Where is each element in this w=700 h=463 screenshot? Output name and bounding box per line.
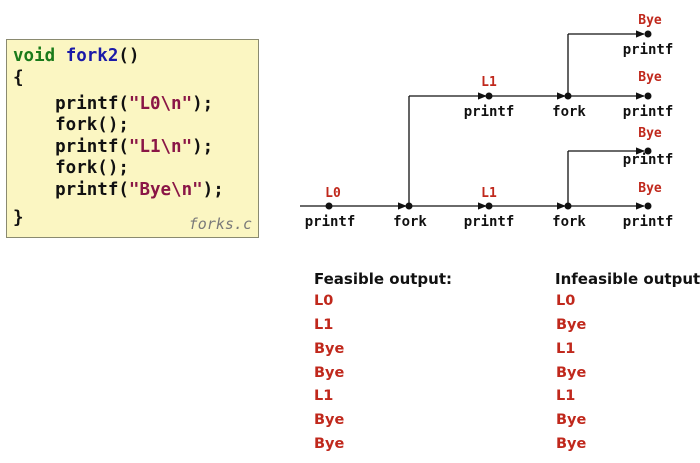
code-text: printf( (13, 137, 129, 157)
graph-label-printf: printf (622, 152, 674, 168)
infeasible-line: L1 (556, 388, 576, 404)
graph-label-fork: fork (393, 214, 427, 230)
code-line-3: printf("L0\n"); (13, 94, 213, 114)
node-printf-L1-main (485, 202, 493, 210)
graph-label-printf: printf (622, 214, 674, 230)
code-string: "Bye\n" (128, 180, 203, 200)
graph-label-printf: printf (463, 214, 515, 230)
code-line-1: void fork2() (13, 46, 139, 66)
feasible-line: Bye (314, 365, 345, 381)
node-fork-child (564, 92, 572, 100)
node-fork-main (564, 202, 572, 210)
infeasible-title: Infeasible output: (555, 270, 700, 288)
feasible-line: Bye (314, 412, 345, 428)
code-text: ); (202, 180, 224, 200)
graph-label-bye-child: Bye (638, 70, 662, 85)
graph-label-printf: printf (622, 42, 674, 58)
node-printf-bye-gc-bot (644, 147, 652, 155)
feasible-line: L1 (314, 317, 334, 333)
code-text: ); (192, 137, 214, 157)
infeasible-line: Bye (556, 412, 587, 428)
graph-label-printf: printf (463, 104, 515, 120)
node-printf-bye-main (644, 202, 652, 210)
node-printf-L1-child (485, 92, 493, 100)
graph-label-fork: fork (552, 104, 586, 120)
feasible-line: L1 (314, 388, 334, 404)
node-printf-bye-child (644, 92, 652, 100)
graph-label-L1-child: L1 (481, 75, 497, 90)
code-line-7: printf("Bye\n"); (13, 180, 224, 200)
graph-label-L0: L0 (325, 186, 341, 201)
code-line-2: { (13, 68, 24, 88)
code-text: printf( (13, 94, 129, 114)
code-parens: () (118, 46, 140, 66)
graph-label-bye-main: Bye (638, 181, 662, 196)
code-text: printf( (13, 180, 129, 200)
feasible-line: L0 (314, 293, 334, 309)
infeasible-line: Bye (556, 436, 587, 452)
code-line-6: fork(); (13, 158, 129, 178)
node-printf-bye-top (644, 30, 652, 38)
infeasible-line: Bye (556, 317, 587, 333)
node-fork-1 (405, 202, 413, 210)
node-printf-L0 (325, 202, 333, 210)
graph-label-fork: fork (552, 214, 586, 230)
graph-label-bye-gc-bot: Bye (638, 126, 662, 141)
code-filename: forks.c (188, 215, 252, 233)
code-line-5: printf("L1\n"); (13, 137, 213, 157)
graph-label-printf: printf (622, 104, 674, 120)
code-function-name: fork2 (65, 46, 119, 66)
feasible-line: Bye (314, 341, 345, 357)
graph-label-L1-main: L1 (481, 186, 497, 201)
code-text: ); (192, 94, 214, 114)
graph-label-printf: printf (304, 214, 356, 230)
code-line-8: } (13, 208, 24, 228)
code-string: "L0\n" (128, 94, 193, 114)
code-string: "L1\n" (128, 137, 193, 157)
infeasible-line: L0 (556, 293, 576, 309)
feasible-line: Bye (314, 436, 345, 452)
infeasible-line: L1 (556, 341, 576, 357)
infeasible-line: Bye (556, 365, 587, 381)
graph-label-bye-top: Bye (638, 13, 662, 28)
feasible-title: Feasible output: (314, 270, 453, 288)
code-box: void fork2() { printf("L0\n"); fork(); p… (6, 39, 259, 238)
code-line-4: fork(); (13, 115, 129, 135)
code-keyword: void (13, 46, 56, 66)
